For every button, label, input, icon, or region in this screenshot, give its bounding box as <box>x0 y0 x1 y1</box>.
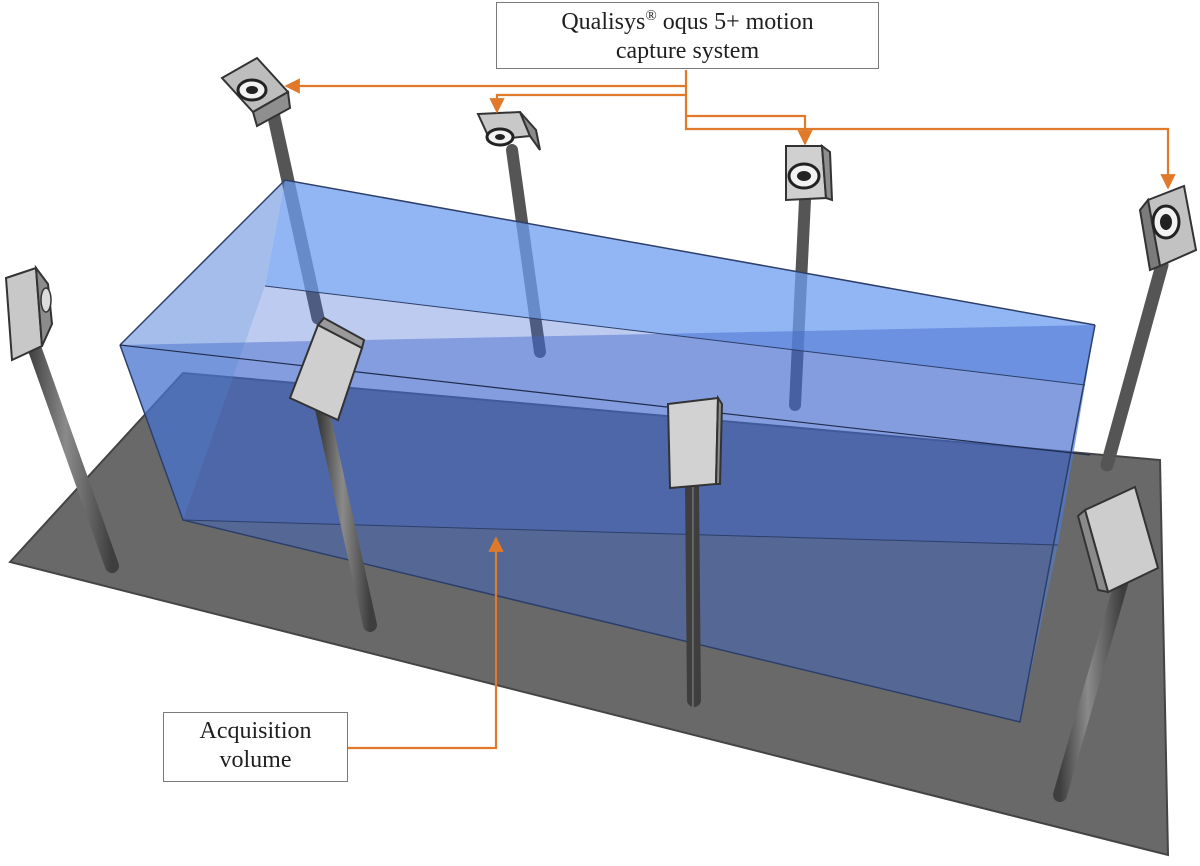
camera-back-right <box>1138 184 1198 272</box>
camera-front-left <box>288 316 366 422</box>
acquisition-volume <box>119 179 1096 723</box>
motion-capture-system-label: Qualisys® oqus 5+ motion capture system <box>496 2 879 69</box>
arrow-to-camera-back-center-right <box>684 70 813 146</box>
volume-back-face <box>265 180 1095 385</box>
pole-back-right <box>1100 258 1169 472</box>
floor-plate <box>8 371 1170 857</box>
system-label-line-2: capture system <box>615 37 760 64</box>
system-label-line-1: Qualisys® oqus 5+ motion <box>561 8 814 35</box>
camera-front-far-left <box>4 264 54 362</box>
volume-left-face <box>120 180 285 520</box>
volume-front-face <box>120 325 1095 722</box>
volume-label-line-1: Acquisition <box>199 718 312 744</box>
volume-label-line-2: volume <box>219 746 292 773</box>
pole-front-right <box>1053 573 1129 802</box>
camera-back-left <box>220 56 292 128</box>
pole-front-left <box>313 393 377 632</box>
acquisition-volume-label: Acquisition volume <box>163 712 348 782</box>
arrow-to-camera-back-center-left <box>489 93 686 114</box>
camera-back-center-right <box>785 143 834 202</box>
camera-back-center-left <box>476 110 541 151</box>
camera-front-center <box>666 394 724 490</box>
pole-front-center <box>685 478 701 707</box>
volume-bottom-face <box>183 286 1085 545</box>
pole-front-far-left <box>21 323 119 573</box>
registered-mark: ® <box>645 8 657 24</box>
arrow-to-camera-back-right <box>684 116 1176 190</box>
camera-front-right <box>1076 485 1160 594</box>
volume-callout-arrow <box>348 536 504 750</box>
system-callout-arrows <box>284 70 1176 190</box>
